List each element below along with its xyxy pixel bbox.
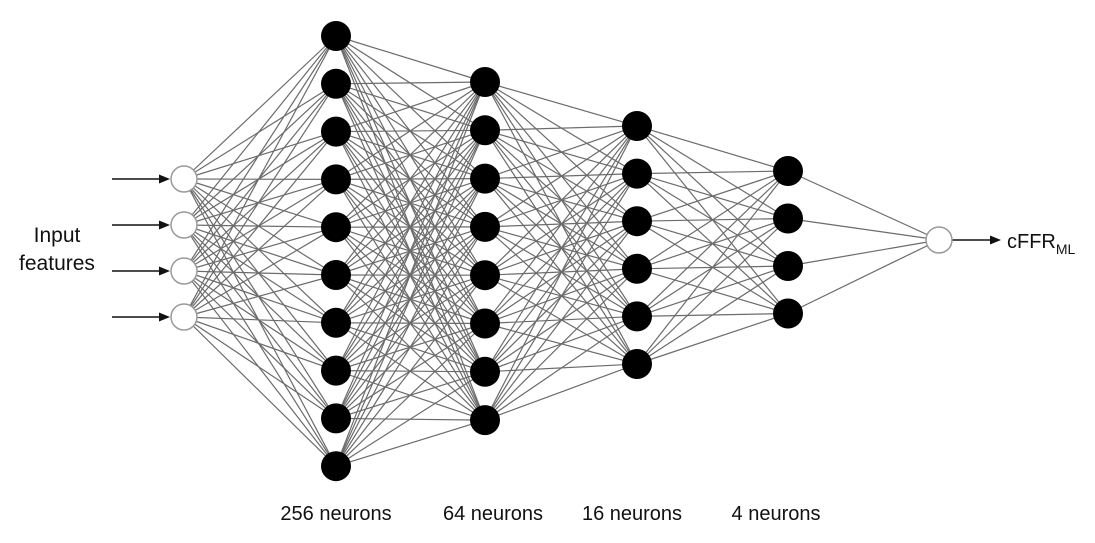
- connection-l3-1-0: [637, 171, 788, 174]
- input-arrow-1: [112, 221, 170, 230]
- connection-l0-0-0: [184, 36, 336, 179]
- input-features-label-line2: features: [19, 252, 95, 275]
- connection-l1-9-0: [336, 82, 485, 466]
- connection-l3-5-1: [637, 219, 788, 365]
- connection-l1-9-7: [336, 420, 485, 466]
- connection-l2-7-1: [485, 174, 637, 421]
- hidden-node-l3-4: [622, 301, 652, 331]
- input-arrow-2: [112, 267, 170, 276]
- input-node-l0-3: [171, 304, 197, 330]
- connection-l0-0-8: [184, 179, 336, 418]
- hidden-node-l1-6: [321, 308, 351, 338]
- hidden-node-l2-1: [470, 115, 500, 145]
- hidden-node-l1-8: [321, 403, 351, 433]
- connection-l1-0-0: [336, 36, 485, 82]
- hidden-node-l2-2: [470, 164, 500, 194]
- connection-l4-2-0: [788, 240, 939, 266]
- hidden-node-l1-3: [321, 164, 351, 194]
- hidden-node-l3-5: [622, 349, 652, 379]
- hidden-node-l1-7: [321, 356, 351, 386]
- output-label: cFFRML: [1007, 231, 1076, 257]
- connection-l3-5-0: [637, 171, 788, 364]
- connection-l0-2-0: [184, 36, 336, 271]
- connection-l0-3-2: [184, 132, 336, 317]
- input-node-l0-1: [171, 212, 197, 238]
- nodes-group: [171, 21, 952, 481]
- hidden-node-l1-1: [321, 69, 351, 99]
- output-node-l5-0: [926, 227, 952, 253]
- hidden-node-l3-0: [622, 111, 652, 141]
- connection-l3-3-0: [637, 171, 788, 269]
- connection-l3-4-0: [637, 171, 788, 316]
- hidden-node-l3-1: [622, 159, 652, 189]
- connection-l2-6-0: [485, 126, 637, 372]
- hidden-node-l4-0: [773, 156, 803, 186]
- hidden-node-l1-2: [321, 117, 351, 147]
- connection-l2-7-3: [485, 269, 637, 420]
- hidden-node-l2-5: [470, 309, 500, 339]
- layer-caption-256: 256 neurons: [280, 503, 391, 525]
- input-arrow-3: [112, 313, 170, 322]
- connection-l1-9-5: [336, 324, 485, 467]
- input-node-l0-2: [171, 258, 197, 284]
- layer-caption-16: 16 neurons: [582, 503, 682, 525]
- input-features-label-line1: Input: [34, 224, 81, 247]
- connection-l0-2-8: [184, 271, 336, 418]
- connection-l2-0-0: [485, 82, 637, 126]
- connection-l1-9-3: [336, 227, 485, 466]
- hidden-node-l3-2: [622, 206, 652, 236]
- connection-l3-0-0: [637, 126, 788, 171]
- connection-l2-3-0: [485, 126, 637, 227]
- output-label-subscript: ML: [1056, 241, 1076, 257]
- input-node-l0-0: [171, 166, 197, 192]
- hidden-node-l4-2: [773, 251, 803, 281]
- connection-l3-5-3: [637, 314, 788, 365]
- hidden-node-l2-3: [470, 212, 500, 242]
- connection-l0-3-9: [184, 317, 336, 466]
- hidden-node-l4-1: [773, 204, 803, 234]
- hidden-node-l2-0: [470, 67, 500, 97]
- connection-l2-1-0: [485, 126, 637, 130]
- connection-l3-5-2: [637, 266, 788, 364]
- connection-l1-8-0: [336, 82, 485, 418]
- hidden-node-l3-3: [622, 254, 652, 284]
- output-arrow: [952, 236, 1001, 245]
- hidden-node-l2-7: [470, 405, 500, 435]
- connection-l0-0-2: [184, 132, 336, 179]
- layer-caption-64: 64 neurons: [443, 503, 543, 525]
- connection-l0-1-0: [184, 36, 336, 225]
- connection-l0-3-7: [184, 317, 336, 371]
- hidden-node-l2-6: [470, 357, 500, 387]
- connection-l2-5-0: [485, 126, 637, 324]
- hidden-node-l1-5: [321, 260, 351, 290]
- connection-l0-2-9: [184, 271, 336, 466]
- layer-caption-4: 4 neurons: [732, 503, 821, 525]
- connection-l2-7-4: [485, 316, 637, 420]
- connection-l0-2-4: [184, 227, 336, 271]
- connection-l0-1-7: [184, 225, 336, 371]
- connection-l0-3-8: [184, 317, 336, 418]
- connections-group: [184, 36, 939, 466]
- hidden-node-l1-0: [321, 21, 351, 51]
- hidden-node-l4-3: [773, 299, 803, 329]
- hidden-node-l2-4: [470, 260, 500, 290]
- output-label-main: cFFR: [1007, 231, 1056, 253]
- connection-l4-3-0: [788, 240, 939, 314]
- connection-l3-2-0: [637, 171, 788, 221]
- connection-l2-7-5: [485, 364, 637, 420]
- hidden-node-l1-9: [321, 451, 351, 481]
- input-arrow-0: [112, 175, 170, 184]
- connection-l0-2-7: [184, 271, 336, 371]
- hidden-node-l1-4: [321, 212, 351, 242]
